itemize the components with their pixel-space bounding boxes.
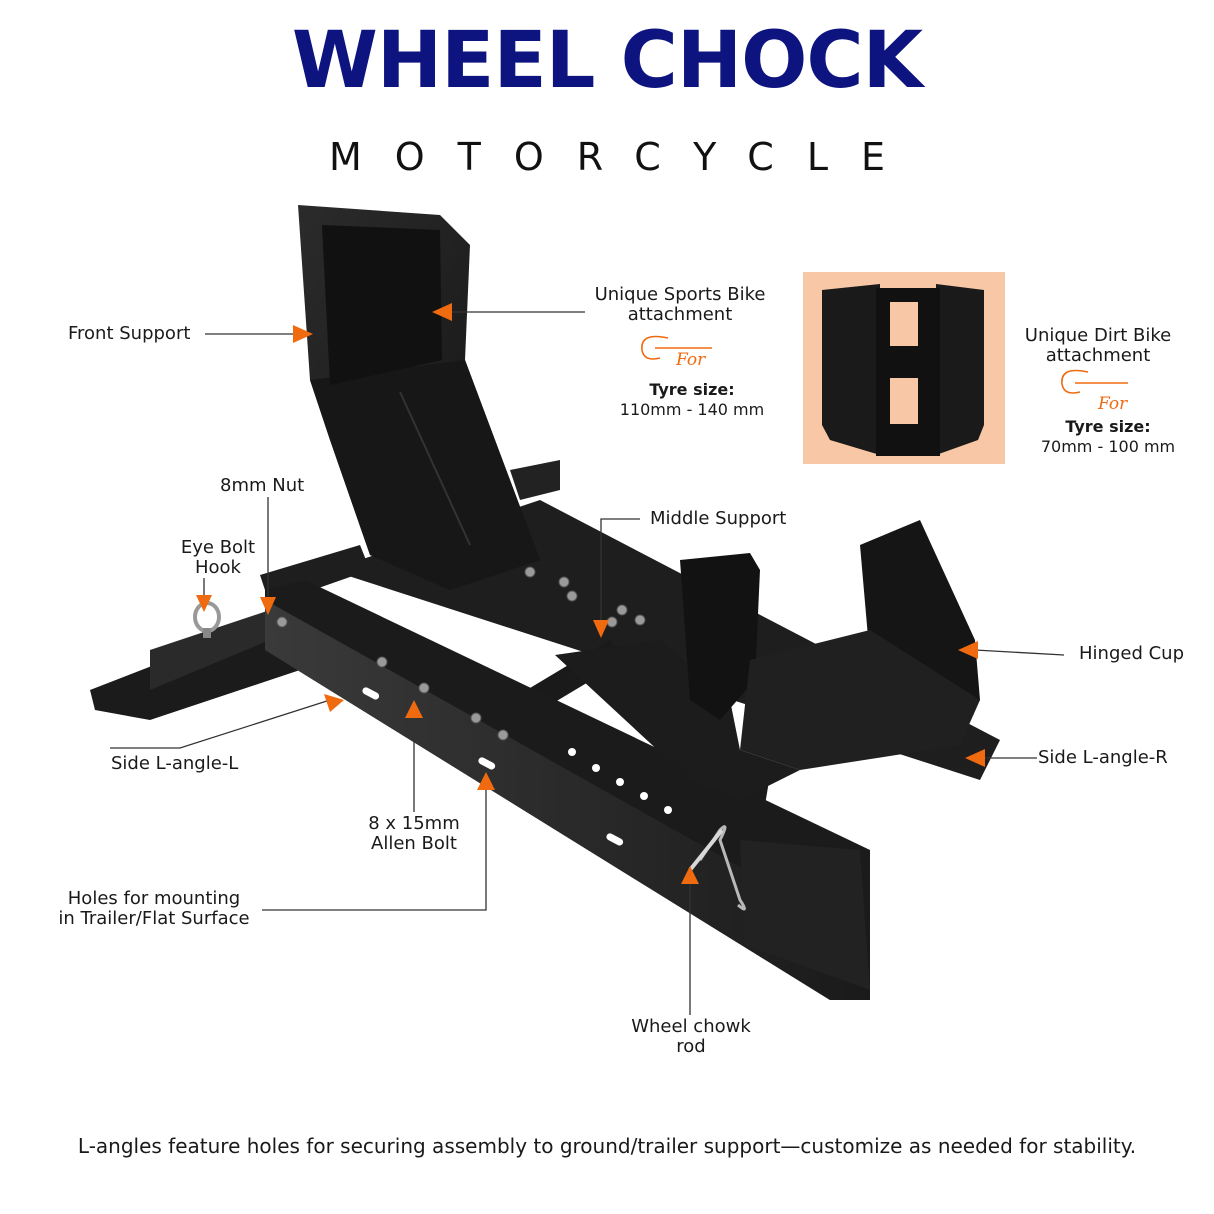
label-holes-line1: Holes for mounting — [67, 888, 241, 909]
hinged-cup — [555, 520, 980, 800]
label-allen-bolt-line2: Allen Bolt — [371, 833, 457, 854]
label-sports-line2: attachment — [627, 304, 733, 325]
label-dirt-tyre-title: Tyre size: — [1065, 417, 1151, 436]
label-dirt-line2: attachment — [1045, 345, 1151, 366]
callout-arrows — [196, 303, 985, 884]
callout-lines — [110, 311, 1065, 1015]
label-rod-line2: rod — [676, 1036, 706, 1057]
label-sports-line1: Unique Sports Bike — [594, 284, 766, 305]
label-holes-line2: in Trailer/Flat Surface — [58, 908, 250, 929]
label-sports-tyre-value: 110mm - 140 mm — [619, 400, 765, 419]
label-side-l-angle-r: Side L-angle-R — [1038, 747, 1168, 768]
label-rod-line1: Wheel chowk — [631, 1016, 751, 1037]
label-dirt-tyre-value: 70mm - 100 mm — [1040, 437, 1176, 456]
label-eye-bolt-line2: Hook — [195, 557, 241, 578]
front-support-plate — [298, 205, 540, 590]
label-allen-bolt-line1: 8 x 15mm — [368, 813, 460, 834]
label-side-l-angle-l: Side L-angle-L — [111, 753, 239, 774]
label-wheel-chowk-rod: Wheel chowk rod — [610, 1017, 772, 1057]
label-front-support: Front Support — [68, 323, 191, 344]
side-l-angle-left — [265, 580, 870, 1000]
for-swoosh-decoration — [641, 335, 1128, 394]
label-eye-bolt: Eye Bolt Hook — [158, 538, 278, 578]
label-dirt-for: For — [1098, 394, 1128, 414]
label-mounting-holes: Holes for mounting in Trailer/Flat Surfa… — [40, 889, 268, 929]
footer-note: L-angles feature holes for securing asse… — [77, 1134, 1137, 1158]
label-dirt-line1: Unique Dirt Bike — [1024, 325, 1172, 346]
label-dirt-tyre: Tyre size: 70mm - 100 mm — [1018, 417, 1198, 457]
dirt-bike-inset — [803, 272, 1005, 464]
label-eye-bolt-line1: Eye Bolt — [180, 537, 256, 558]
page-title: WHEEL CHOCK — [291, 16, 923, 106]
label-sports-tyre: Tyre size: 110mm - 140 mm — [592, 380, 792, 420]
label-dirt-attachment: Unique Dirt Bike attachment — [1008, 326, 1188, 366]
label-hinged-cup: Hinged Cup — [1079, 643, 1184, 664]
wheel-chowk-rod-pin — [688, 825, 746, 911]
label-sports-attachment: Unique Sports Bike attachment — [580, 285, 780, 325]
label-8mm-nut: 8mm Nut — [220, 475, 305, 496]
page-subtitle: MOTORCYCLE — [328, 135, 919, 179]
mounting-holes — [362, 687, 672, 846]
label-middle-support: Middle Support — [650, 508, 787, 529]
label-sports-tyre-title: Tyre size: — [649, 380, 735, 399]
label-sports-for: For — [676, 350, 706, 370]
allen-bolts — [276, 566, 646, 741]
label-allen-bolt: 8 x 15mm Allen Bolt — [344, 814, 484, 854]
